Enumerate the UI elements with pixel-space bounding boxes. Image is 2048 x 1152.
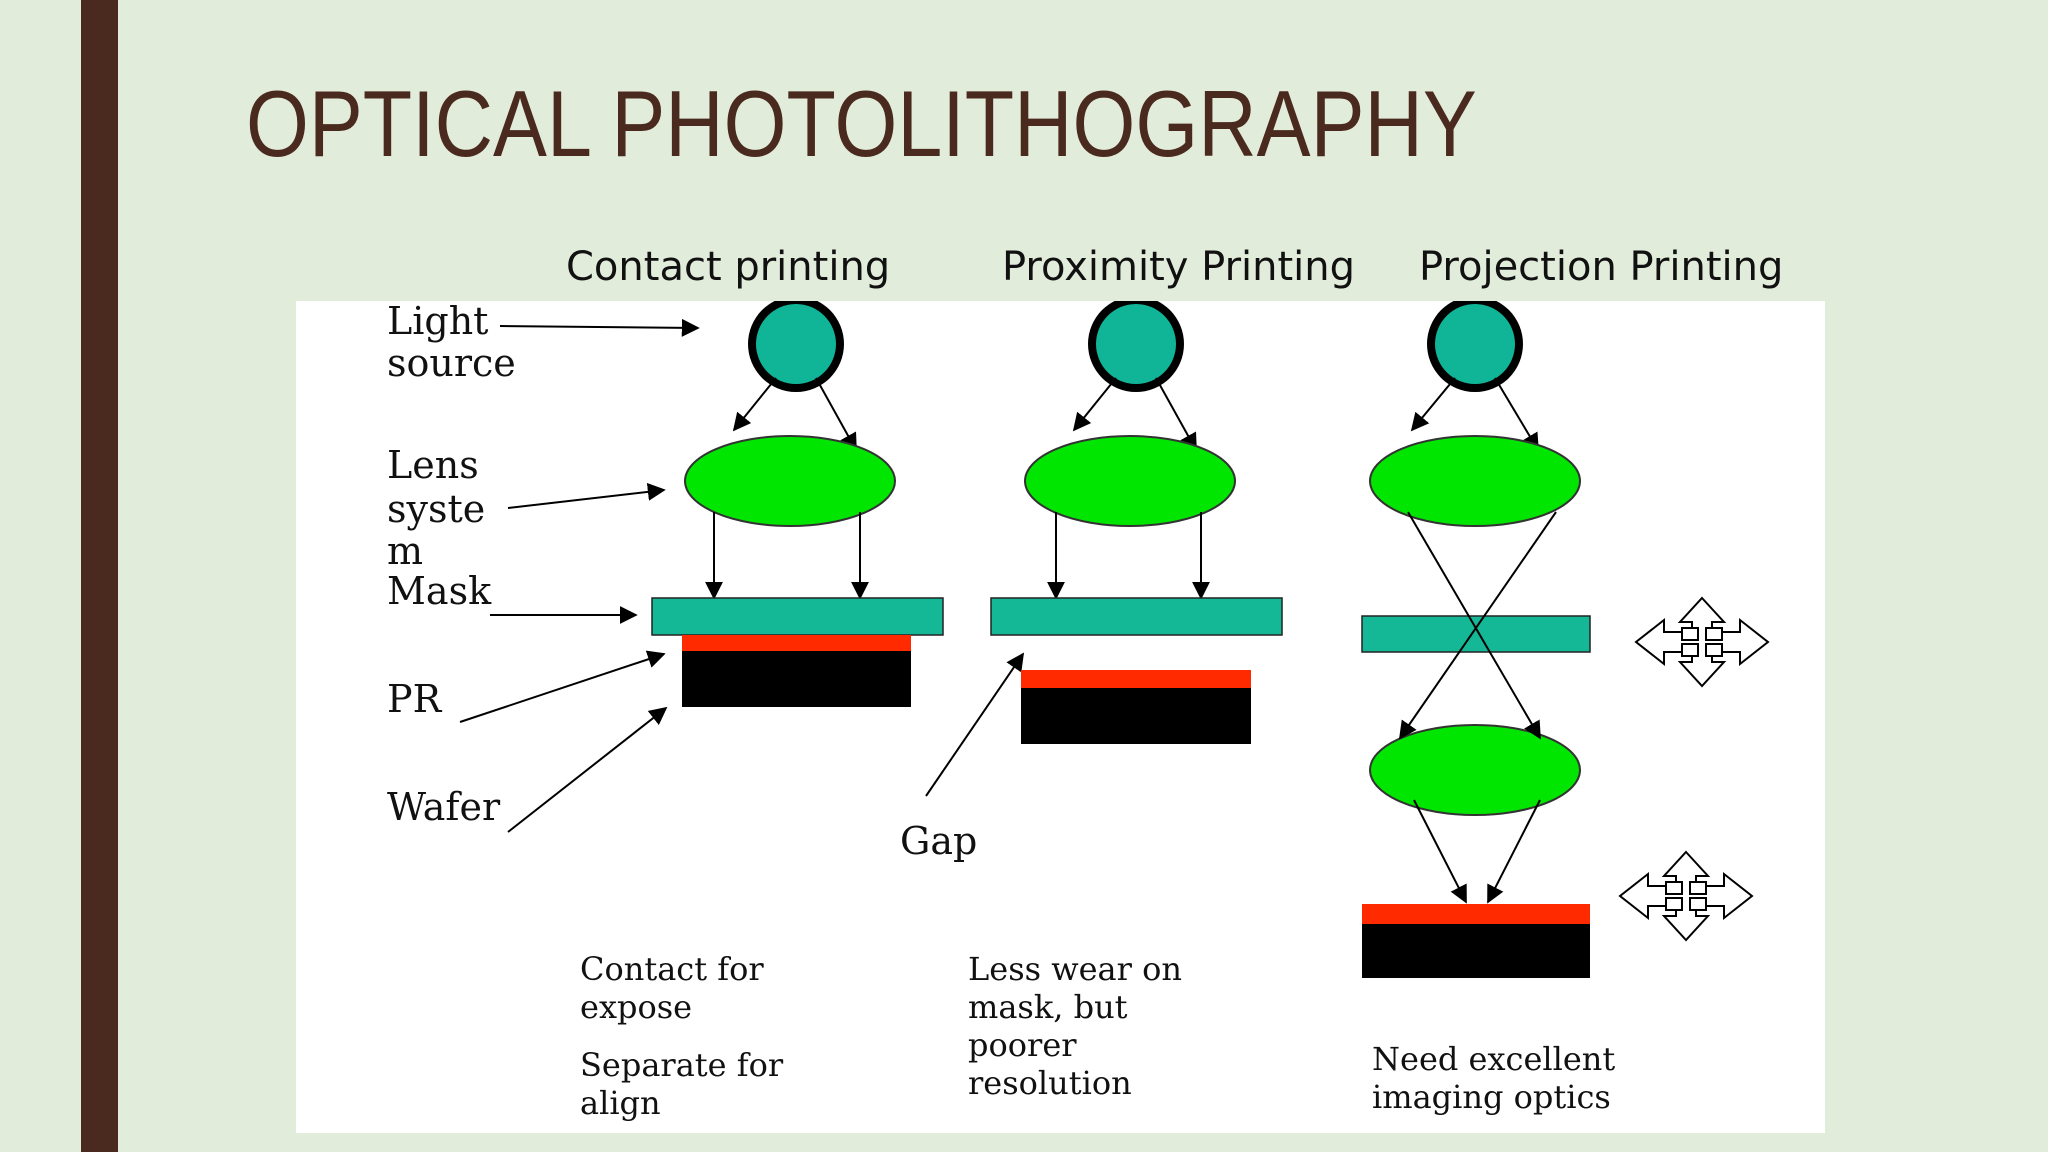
caption-contact-3: Separate for xyxy=(580,1046,784,1084)
lens-proximity xyxy=(1024,435,1236,527)
light-source-proximity-icon xyxy=(1088,301,1184,392)
move-arrows-lower-icon xyxy=(1618,850,1754,942)
move-arrows-upper-icon xyxy=(1634,596,1770,688)
label-light: Light xyxy=(387,301,488,343)
caption-contact-4: align xyxy=(580,1084,661,1122)
label-gap: Gap xyxy=(900,819,977,863)
lens-contact xyxy=(684,435,896,527)
mask-contact xyxy=(651,597,944,636)
light-source-projection-icon xyxy=(1427,301,1523,392)
slide-title: OPTICAL PHOTOLITHOGRAPHY xyxy=(246,71,1477,176)
wafer-proximity xyxy=(1021,688,1251,744)
column-header-proximity: Proximity Printing xyxy=(1002,244,1356,290)
wafer-projection xyxy=(1362,924,1590,978)
arrow-lens-system xyxy=(507,482,666,509)
caption-proximity-4: resolution xyxy=(968,1064,1132,1102)
label-lens: Lens xyxy=(387,443,479,487)
caption-proximity-1: Less wear on xyxy=(968,950,1182,988)
caption-projection-2: imaging optics xyxy=(1372,1078,1611,1116)
label-pr: PR xyxy=(387,677,443,721)
label-m: m xyxy=(387,529,423,573)
label-source: source xyxy=(387,341,516,385)
caption-contact-1: Contact for xyxy=(580,950,764,988)
lens-projection-lower xyxy=(1369,724,1581,816)
label-wafer: Wafer xyxy=(387,785,501,829)
arrow-light-source xyxy=(499,318,700,337)
light-source-contact-icon xyxy=(748,301,844,392)
wafer-contact xyxy=(682,651,911,707)
caption-projection-1: Need excellent xyxy=(1372,1040,1615,1078)
mask-proximity xyxy=(990,597,1283,636)
arrow-pr xyxy=(459,650,666,723)
sidebar-accent-bar xyxy=(81,0,118,1152)
lens-projection-upper xyxy=(1369,435,1581,527)
arrow-gap xyxy=(925,652,1025,797)
photoresist-contact xyxy=(682,635,911,651)
label-mask: Mask xyxy=(387,569,492,613)
caption-contact-2: expose xyxy=(580,988,692,1026)
photoresist-projection xyxy=(1362,904,1590,924)
label-syste: syste xyxy=(387,487,485,531)
column-header-contact: Contact printing xyxy=(566,244,891,290)
photoresist-proximity xyxy=(1021,670,1251,688)
caption-proximity-3: poorer xyxy=(968,1026,1077,1064)
column-header-projection: Projection Printing xyxy=(1419,244,1784,290)
arrow-wafer xyxy=(507,706,668,833)
caption-proximity-2: mask, but xyxy=(968,988,1128,1026)
photolithography-diagram: Light source Lens syste m Mask PR Wafer … xyxy=(387,301,1770,1122)
mask-projection xyxy=(1361,615,1591,653)
diagram-panel: Light source Lens syste m Mask PR Wafer … xyxy=(296,301,1825,1133)
